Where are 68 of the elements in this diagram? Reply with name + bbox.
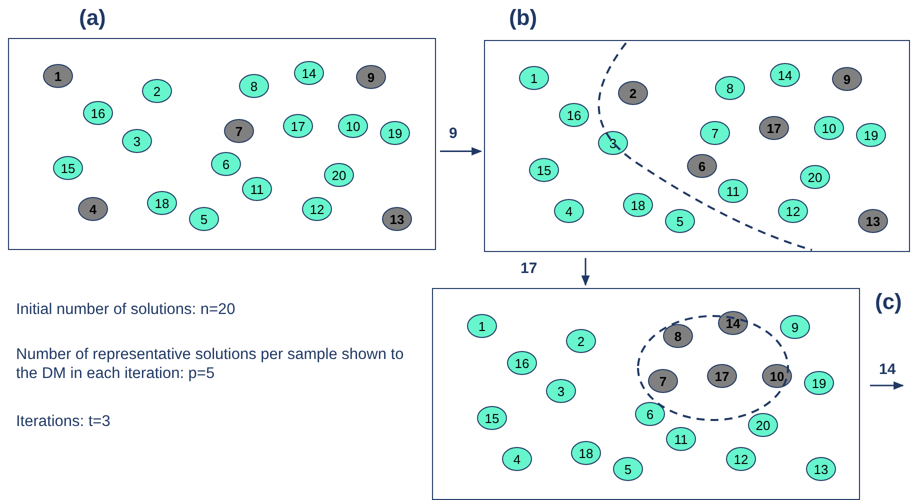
arrow bbox=[870, 381, 904, 390]
solution-circle: 9 bbox=[356, 65, 386, 89]
solution-circle: 4 bbox=[78, 197, 108, 221]
solution-circle: 1 bbox=[467, 314, 497, 338]
solution-circle: 3 bbox=[122, 129, 152, 153]
panel-heading: (a) bbox=[79, 5, 106, 31]
panel-heading: (c) bbox=[875, 289, 902, 315]
solution-circle: 1 bbox=[43, 64, 73, 88]
solution-circle: 20 bbox=[324, 163, 354, 187]
solution-circle: 14 bbox=[770, 63, 800, 87]
solution-circle: 18 bbox=[623, 193, 653, 217]
solution-circle: 6 bbox=[211, 152, 241, 176]
note-text: Iterations: t=3 bbox=[16, 412, 112, 431]
solution-circle: 11 bbox=[718, 179, 748, 203]
note-text: Initial number of solutions: n=20 bbox=[16, 300, 236, 319]
solution-circle: 2 bbox=[566, 329, 596, 353]
solution-circle: 9 bbox=[832, 67, 862, 91]
solution-circle: 13 bbox=[806, 457, 836, 481]
solution-circle: 12 bbox=[726, 447, 756, 471]
solution-circle: 1 bbox=[519, 66, 549, 90]
solution-circle: 10 bbox=[762, 364, 792, 388]
solution-circle: 9 bbox=[780, 315, 810, 339]
solution-circle: 16 bbox=[559, 103, 589, 127]
solution-circle: 5 bbox=[665, 209, 695, 233]
solution-circle: 2 bbox=[618, 81, 648, 105]
solution-circle: 17 bbox=[759, 116, 789, 140]
solution-circle: 8 bbox=[715, 76, 745, 100]
note-text: Number of representative solutions per sample shown to the DM in each iteration: p=5 bbox=[16, 345, 405, 383]
solution-circle: 17 bbox=[707, 364, 737, 388]
solution-circle: 6 bbox=[635, 402, 665, 426]
solution-circle: 10 bbox=[814, 116, 844, 140]
solution-circle: 11 bbox=[666, 427, 696, 451]
solution-circle: 12 bbox=[778, 199, 808, 223]
solution-circle: 4 bbox=[502, 447, 532, 471]
solution-circle: 18 bbox=[571, 441, 601, 465]
arrow bbox=[440, 147, 482, 156]
arrow bbox=[581, 258, 590, 286]
solution-circle: 3 bbox=[546, 379, 576, 403]
solution-circle: 5 bbox=[613, 457, 643, 481]
solution-circle: 20 bbox=[800, 165, 830, 189]
solution-circle: 18 bbox=[147, 191, 177, 215]
solution-circle: 19 bbox=[856, 123, 886, 147]
solution-circle: 14 bbox=[294, 61, 324, 85]
solution-circle: 11 bbox=[242, 177, 272, 201]
solution-circle: 15 bbox=[477, 406, 507, 430]
solution-circle: 19 bbox=[804, 371, 834, 395]
solution-circle: 10 bbox=[338, 114, 368, 138]
solution-circle: 17 bbox=[283, 114, 313, 138]
solution-circle: 7 bbox=[224, 119, 254, 143]
solution-circle: 14 bbox=[718, 311, 748, 335]
solution-circle: 6 bbox=[687, 154, 717, 178]
solution-circle: 2 bbox=[142, 79, 172, 103]
solution-circle: 8 bbox=[663, 324, 693, 348]
solution-circle: 4 bbox=[554, 199, 584, 223]
solution-circle: 19 bbox=[380, 121, 410, 145]
panel-heading: (b) bbox=[509, 5, 538, 31]
solution-circle: 15 bbox=[53, 156, 83, 180]
solution-circle: 16 bbox=[83, 101, 113, 125]
solution-circle: 7 bbox=[700, 121, 730, 145]
solution-circle: 16 bbox=[507, 351, 537, 375]
solution-circle: 15 bbox=[529, 158, 559, 182]
solution-circle: 20 bbox=[748, 413, 778, 437]
solution-circle: 8 bbox=[239, 74, 269, 98]
solution-circle: 5 bbox=[189, 207, 219, 231]
solution-circle: 7 bbox=[648, 369, 678, 393]
solution-circle: 13 bbox=[858, 209, 888, 233]
solution-circle: 13 bbox=[382, 207, 412, 231]
solution-circle: 12 bbox=[302, 197, 332, 221]
